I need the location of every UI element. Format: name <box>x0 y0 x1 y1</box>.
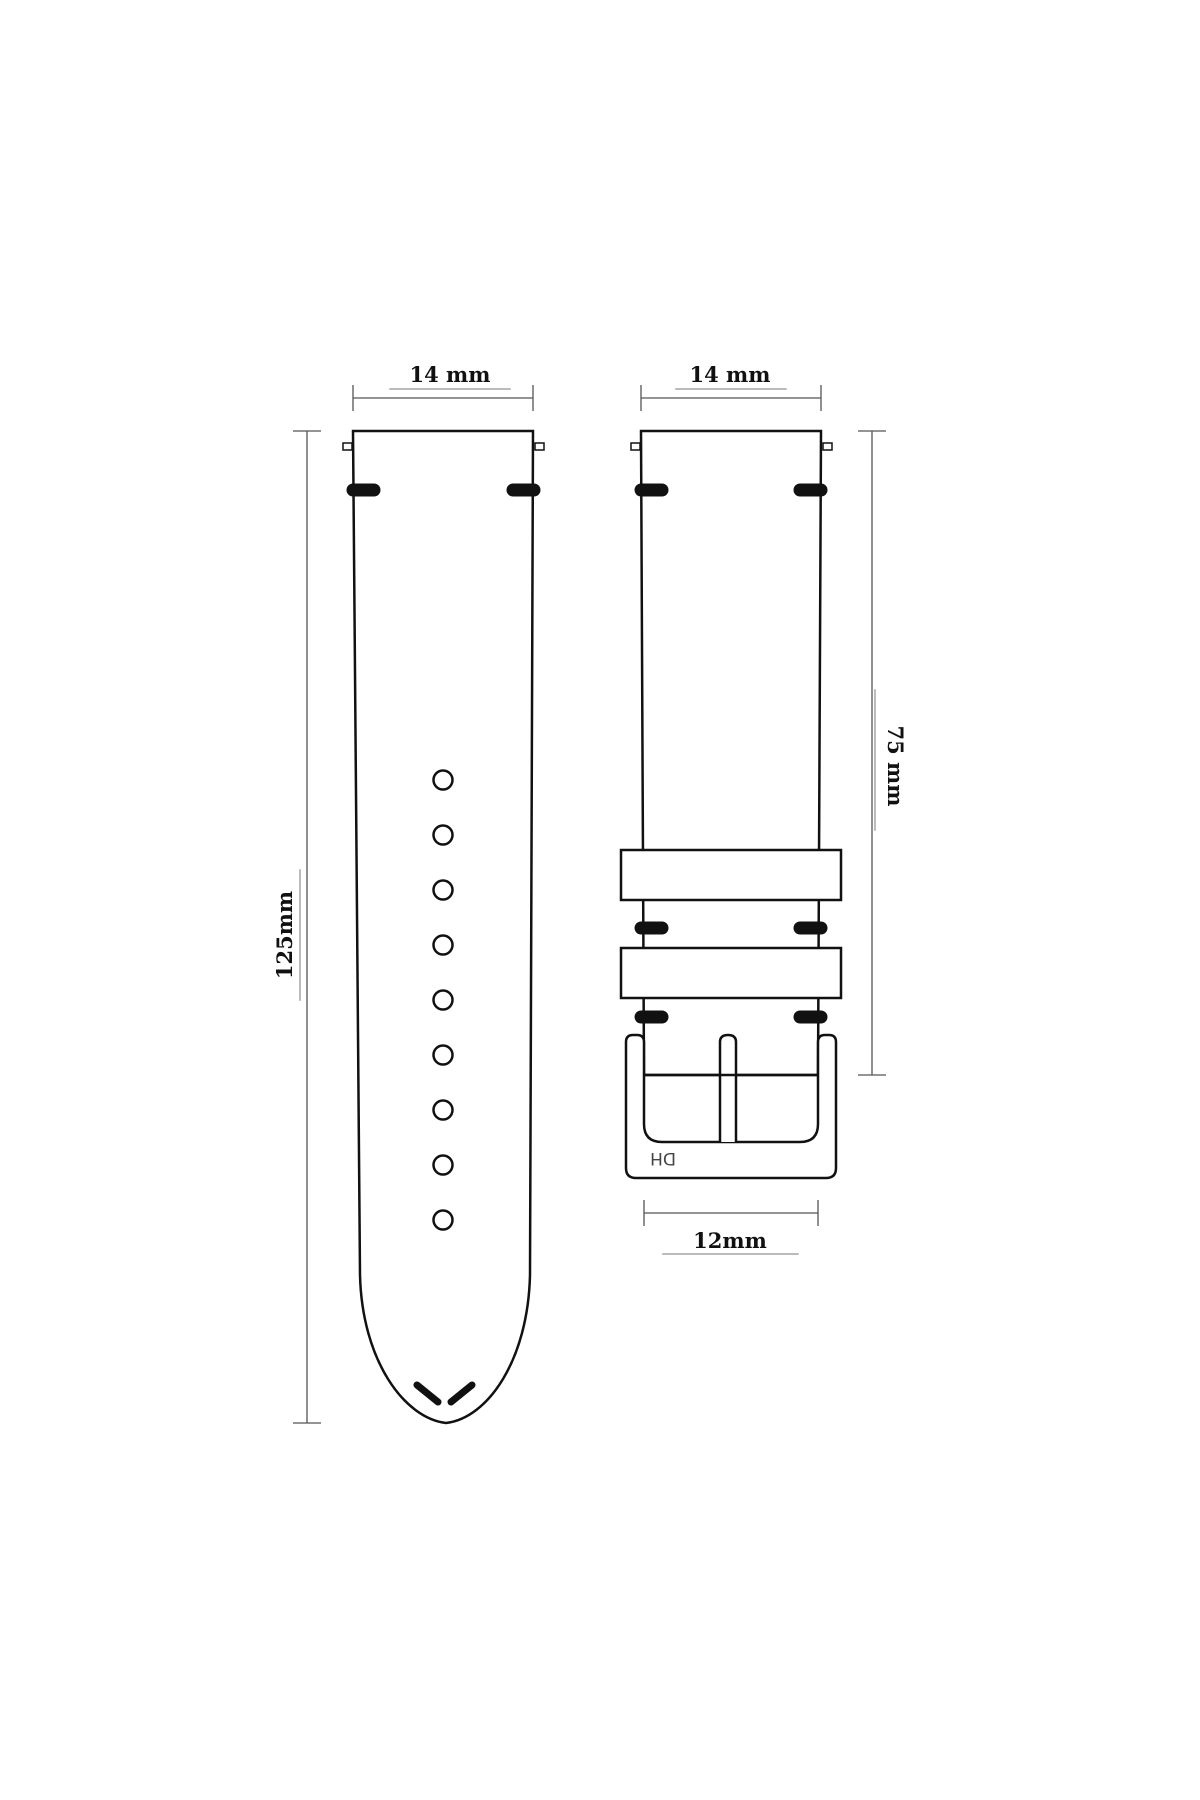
long-strap-outline <box>351 429 535 1425</box>
label-underlines <box>299 388 876 1255</box>
spring-bar-pin-left <box>342 442 353 451</box>
short-strap-length-label: 75 mm <box>883 726 908 807</box>
tip-stitch <box>447 1381 476 1406</box>
strap-hole <box>432 824 454 846</box>
strap-holes <box>432 769 454 1231</box>
strap-hole <box>432 1099 454 1121</box>
buckle <box>624 1033 838 1180</box>
tip-stitch <box>413 1381 442 1406</box>
long-strap-width-label: 14 mm <box>410 362 491 387</box>
buckle-frame-outer <box>624 1033 838 1180</box>
dimension-lines <box>293 385 886 1424</box>
buckle-engraving: DH <box>650 1148 676 1168</box>
keeper-loop-upper <box>619 848 843 902</box>
strap-hole <box>432 879 454 901</box>
strap-hole <box>432 934 454 956</box>
long-strap-length-label: 125mm <box>272 891 297 979</box>
strap-hole <box>432 1154 454 1176</box>
strap-hole <box>432 1044 454 1066</box>
buckle-width-label: 12mm <box>693 1228 767 1253</box>
spring-bar-pin-left <box>630 442 641 451</box>
strap-hole <box>432 1209 454 1231</box>
spring-bar-pin-right <box>822 442 833 451</box>
strap-hole <box>432 989 454 1011</box>
short-strap-stitches <box>634 483 828 1024</box>
strap-hole <box>432 769 454 791</box>
spring-bar-pin-right <box>534 442 545 451</box>
long-strap <box>342 429 545 1425</box>
strap-keepers <box>619 848 843 1000</box>
long-strap-stitches <box>346 483 541 1406</box>
short-strap-width-label: 14 mm <box>690 362 771 387</box>
buckle-tongue <box>718 1033 738 1142</box>
keeper-loop-lower <box>619 946 843 1000</box>
